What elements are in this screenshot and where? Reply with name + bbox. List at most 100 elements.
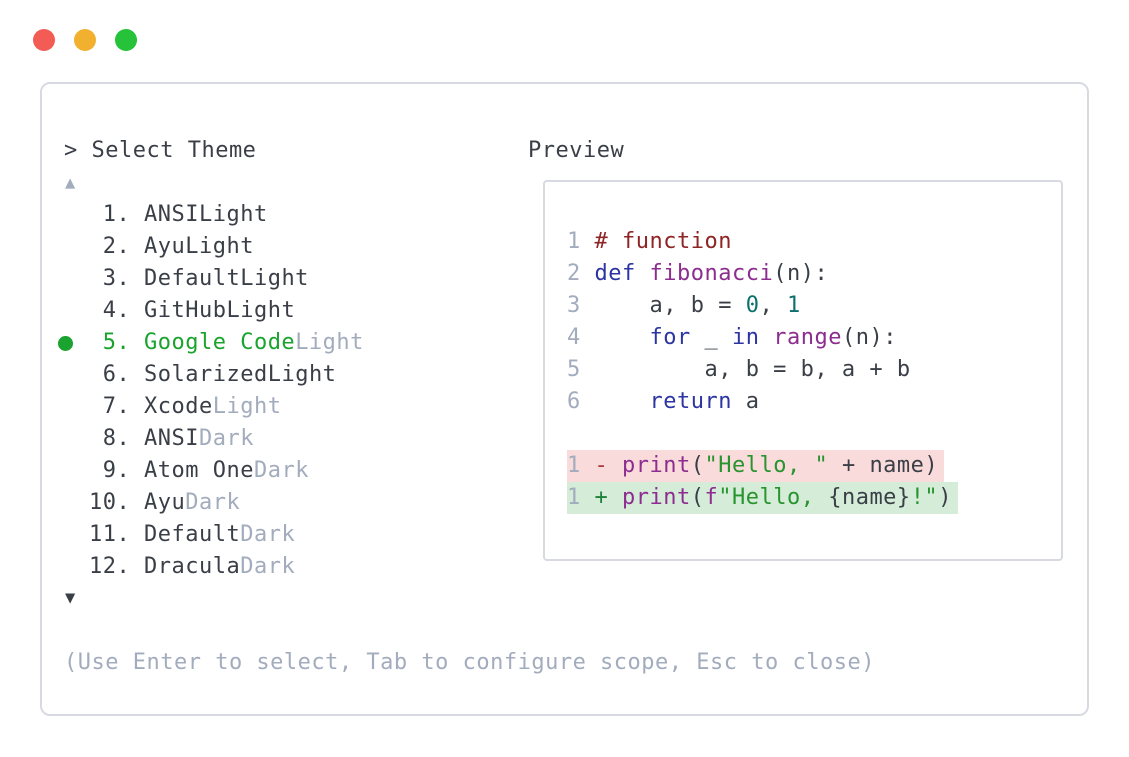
code-token-plus: + bbox=[594, 485, 609, 510]
theme-item-number: 8. bbox=[89, 426, 144, 451]
theme-item-name: Ayu bbox=[143, 234, 186, 259]
theme-list-item[interactable]: 2. Ayu Light bbox=[58, 231, 364, 263]
code-line: 3 a, b = 0, 1 bbox=[567, 290, 1061, 322]
diff-highlight: 1 - print("Hello, " + name) bbox=[567, 450, 945, 482]
code-token-plain: a bbox=[731, 389, 760, 414]
theme-item-name: Xcode bbox=[143, 394, 213, 419]
code-token-fn: print bbox=[622, 485, 691, 510]
theme-prompt: > Select Theme bbox=[64, 138, 257, 163]
theme-item-variant: Light bbox=[185, 234, 254, 259]
theme-item-number: 10. bbox=[89, 490, 144, 515]
close-button[interactable] bbox=[33, 29, 55, 51]
code-token-kwd: for bbox=[649, 325, 691, 350]
line-number: 2 bbox=[567, 261, 581, 286]
theme-list-item[interactable]: 10. Ayu Dark bbox=[58, 487, 364, 519]
preview-label: Preview bbox=[528, 138, 625, 163]
code-token-plain: a, b = bbox=[594, 293, 746, 318]
code-token-plain: {name} bbox=[828, 485, 911, 510]
theme-list-item[interactable]: 11. Default Dark bbox=[58, 519, 364, 551]
code-token-plain bbox=[595, 389, 650, 414]
theme-item-name: Default bbox=[143, 266, 241, 291]
code-token-kwd: def bbox=[594, 261, 636, 286]
code-token-plain: _ bbox=[690, 325, 732, 350]
theme-item-variant: Light bbox=[212, 394, 282, 419]
theme-list-item[interactable]: 12. Dracula Dark bbox=[58, 551, 364, 583]
scroll-down-icon: ▼ bbox=[65, 588, 76, 608]
theme-item-name: GitHub bbox=[143, 298, 227, 323]
code-token-str: !" bbox=[910, 485, 939, 510]
theme-item-variant: Light bbox=[295, 330, 364, 355]
theme-list: 1. ANSI Light 2. Ayu Light 3. Default Li… bbox=[58, 199, 364, 583]
minimize-button[interactable] bbox=[74, 29, 96, 51]
code-token-fn: range bbox=[773, 325, 842, 350]
code-token-fn: f bbox=[704, 485, 719, 510]
theme-item-number: 9. bbox=[89, 458, 144, 483]
line-number: 3 bbox=[567, 293, 581, 318]
theme-list-item[interactable]: 7. Xcode Light bbox=[58, 391, 364, 423]
theme-item-number: 12. bbox=[89, 554, 144, 579]
theme-item-name: Default bbox=[143, 522, 241, 547]
theme-item-name: ANSI bbox=[143, 202, 199, 227]
code-blank-line bbox=[567, 418, 1061, 450]
code-token-com: # function bbox=[594, 229, 732, 254]
theme-list-item[interactable]: 8. ANSI Dark bbox=[58, 423, 364, 455]
code-token-plain bbox=[595, 325, 650, 350]
theme-item-variant: Light bbox=[198, 202, 268, 227]
code-token-plain: (n): bbox=[773, 261, 829, 286]
theme-item-variant: Light bbox=[226, 298, 296, 323]
code-token-plain: ( bbox=[690, 453, 705, 478]
theme-item-name: Google Code bbox=[143, 330, 296, 355]
code-token-kwd: return bbox=[649, 389, 732, 414]
code-token-plain: a, b = b, a + b bbox=[594, 357, 911, 382]
window-controls bbox=[33, 29, 137, 51]
help-text: (Use Enter to select, Tab to configure s… bbox=[64, 650, 875, 675]
theme-item-variant: Dark bbox=[240, 554, 296, 579]
line-number: 5 bbox=[567, 357, 581, 382]
line-number: 1 bbox=[567, 453, 581, 478]
theme-item-number: 1. bbox=[89, 202, 144, 227]
theme-item-number: 2. bbox=[89, 234, 144, 259]
theme-list-item[interactable]: 6. Solarized Light bbox=[58, 359, 364, 391]
theme-list-item[interactable]: 9. Atom One Dark bbox=[58, 455, 364, 487]
code-token-plain: ) bbox=[938, 485, 952, 510]
theme-item-number: 7. bbox=[89, 394, 144, 419]
theme-item-variant: Light bbox=[267, 362, 337, 387]
selected-bullet-icon bbox=[58, 335, 89, 351]
theme-item-number: 11. bbox=[89, 522, 144, 547]
code-token-plain bbox=[608, 485, 622, 510]
code-line: 2 def fibonacci(n): bbox=[567, 258, 1061, 290]
theme-item-name: Solarized bbox=[143, 362, 268, 387]
code-token-kwd: in bbox=[731, 325, 760, 350]
code-line: 6 return a bbox=[567, 386, 1061, 418]
code-line: 4 for _ in range(n): bbox=[567, 322, 1061, 354]
code-token-plain: + name) bbox=[828, 453, 939, 478]
theme-item-variant: Dark bbox=[240, 522, 296, 547]
theme-list-item[interactable]: 5. Google Code Light bbox=[58, 327, 364, 359]
theme-list-item[interactable]: 1. ANSI Light bbox=[58, 199, 364, 231]
code-token-str: "Hello, bbox=[718, 485, 829, 510]
zoom-button[interactable] bbox=[115, 29, 137, 51]
code-token-plain: (n): bbox=[841, 325, 897, 350]
theme-item-number: 5. bbox=[89, 330, 144, 355]
theme-selector-dialog: > Select Theme Preview ▲ 1. ANSI Light 2… bbox=[40, 82, 1089, 716]
line-number: 6 bbox=[567, 389, 581, 414]
code-token-plain bbox=[636, 261, 650, 286]
theme-item-name: ANSI bbox=[143, 426, 199, 451]
theme-item-variant: Dark bbox=[198, 426, 254, 451]
diff-highlight: 1 + print(f"Hello, {name}!") bbox=[567, 482, 958, 514]
code-line: 5 a, b = b, a + b bbox=[567, 354, 1061, 386]
code-token-str: "Hello, " bbox=[704, 453, 829, 478]
theme-list-item[interactable]: 4. GitHub Light bbox=[58, 295, 364, 327]
theme-item-number: 3. bbox=[89, 266, 144, 291]
theme-list-item[interactable]: 3. Default Light bbox=[58, 263, 364, 295]
theme-item-name: Ayu bbox=[143, 490, 186, 515]
code-token-plain bbox=[759, 325, 773, 350]
code-token-lit: 0 bbox=[745, 293, 760, 318]
code-token-plain: , bbox=[759, 293, 787, 318]
theme-item-variant: Dark bbox=[253, 458, 309, 483]
line-number: 1 bbox=[567, 229, 581, 254]
code-token-fn: fibonacci bbox=[649, 261, 774, 286]
theme-item-number: 6. bbox=[89, 362, 144, 387]
scroll-up-icon: ▲ bbox=[65, 173, 76, 193]
